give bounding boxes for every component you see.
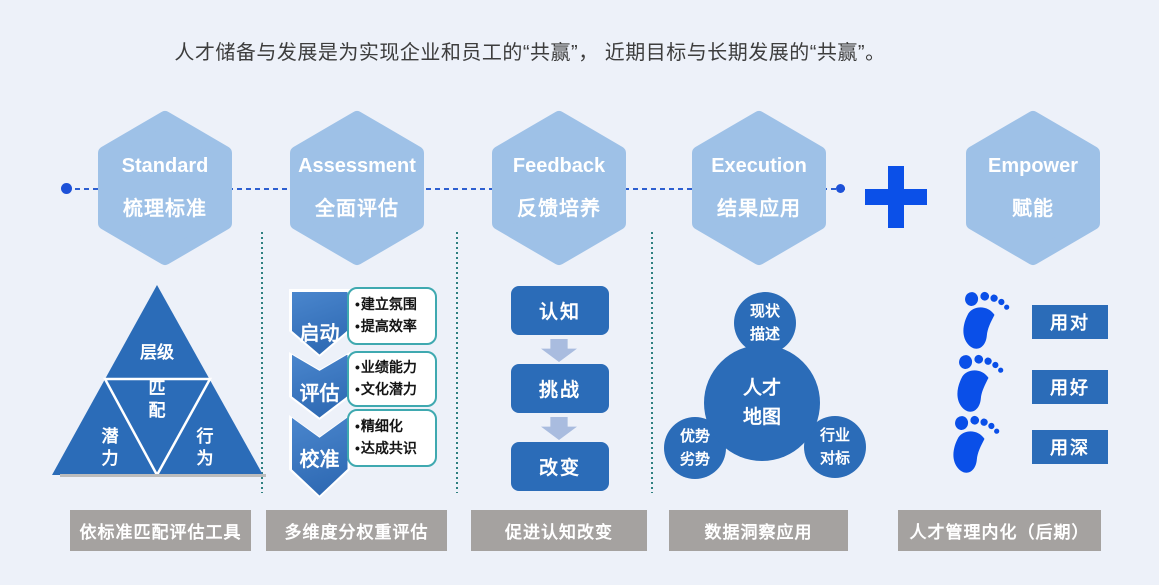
hexagon-shape-icon xyxy=(692,111,826,265)
down-arrow-icon xyxy=(541,417,577,440)
bullet-item: 精细化 xyxy=(355,416,435,438)
triangle-label-center: 匹配 xyxy=(148,378,166,420)
summary-bar-standard: 依标准匹配评估工具 xyxy=(70,510,251,551)
empower-item-box: 用深 xyxy=(1032,430,1108,464)
empower-item-box: 用好 xyxy=(1032,370,1108,404)
bullet-item: 提高效率 xyxy=(355,316,435,338)
center-label: 人才地图 xyxy=(742,377,781,428)
stage-en-label: Execution xyxy=(711,155,807,177)
stage-zh-label: 梳理标准 xyxy=(123,198,207,220)
connector-end-dot-icon xyxy=(836,184,845,193)
triangle-label-right: 行为 xyxy=(196,426,214,468)
triangle-label-left: 潜力 xyxy=(101,426,119,468)
bullet-item: 达成共识 xyxy=(355,438,435,460)
stage-en-label: Standard xyxy=(121,155,209,177)
triangle-shadow xyxy=(60,474,266,477)
column-separator xyxy=(651,232,653,493)
assessment-bullet-box: 精细化 达成共识 xyxy=(347,409,437,467)
satellite-label: 优势劣势 xyxy=(679,427,710,468)
summary-bar-assessment: 多维度分权重评估 xyxy=(266,510,447,551)
assessment-bullet-box: 业绩能力 文化潜力 xyxy=(347,351,437,407)
slide-title: 人才储备与发展是为实现企业和员工的“共赢”， 近期目标与长期发展的“共赢”。 xyxy=(174,42,886,64)
stage-hex-assessment: Assessment 全面评估 xyxy=(287,108,427,268)
satellite-label: 现状描述 xyxy=(749,302,780,343)
connector-start-dot-icon xyxy=(61,183,72,194)
hexagon-shape-icon xyxy=(98,111,232,265)
bullet-item: 文化潜力 xyxy=(355,379,435,401)
stage-hex-feedback: Feedback 反馈培养 xyxy=(489,108,629,268)
execution-satellite-circle: 优势劣势 xyxy=(664,417,726,479)
column-separator xyxy=(456,232,458,493)
empower-item-box: 用对 xyxy=(1032,305,1108,339)
bullet-item: 业绩能力 xyxy=(355,357,435,379)
process-connector-line xyxy=(66,188,845,190)
triangle-shape-icon xyxy=(52,285,263,478)
bullet-item: 建立氛围 xyxy=(355,294,435,316)
standard-triangle-diagram: 层级 匹配 潜力 行为 xyxy=(50,283,265,480)
assessment-step-label: 评估 xyxy=(299,383,340,405)
execution-center-circle: 人才地图 xyxy=(704,345,820,461)
stage-zh-label: 结果应用 xyxy=(717,198,801,220)
stage-hex-empower: Empower 赋能 xyxy=(963,108,1103,268)
stage-en-label: Assessment xyxy=(298,155,416,177)
stage-hex-execution: Execution 结果应用 xyxy=(689,108,829,268)
down-arrow-icon xyxy=(541,339,577,362)
hexagon-shape-icon xyxy=(492,111,626,265)
execution-satellite-circle: 现状描述 xyxy=(734,292,796,354)
footprint-icon xyxy=(952,285,1013,356)
feedback-step-box: 认知 xyxy=(511,286,609,335)
assessment-step-label: 启动 xyxy=(299,323,340,345)
hexagon-shape-icon xyxy=(966,111,1100,265)
stage-zh-label: 反馈培养 xyxy=(517,198,601,220)
triangle-label-top: 层级 xyxy=(140,342,174,362)
stage-en-label: Empower xyxy=(987,155,1079,177)
hexagon-shape-icon xyxy=(290,111,424,265)
footprint-icon xyxy=(946,348,1007,419)
summary-bar-empower: 人才管理内化（后期） xyxy=(898,510,1101,551)
footprint-icon xyxy=(942,409,1003,480)
assessment-bullet-box: 建立氛围 提高效率 xyxy=(347,287,437,345)
stage-zh-label: 全面评估 xyxy=(315,198,399,220)
satellite-label: 行业对标 xyxy=(819,426,850,467)
stage-en-label: Feedback xyxy=(512,155,606,177)
summary-bar-execution: 数据洞察应用 xyxy=(669,510,848,551)
column-separator xyxy=(261,232,263,493)
assessment-step-label: 校准 xyxy=(299,449,340,471)
summary-bar-feedback: 促进认知改变 xyxy=(471,510,647,551)
stage-zh-label: 赋能 xyxy=(1012,198,1054,220)
plus-icon xyxy=(865,166,927,228)
feedback-step-box: 挑战 xyxy=(511,364,609,413)
feedback-step-box: 改变 xyxy=(511,442,609,491)
stage-hex-standard: Standard 梳理标准 xyxy=(95,108,235,268)
